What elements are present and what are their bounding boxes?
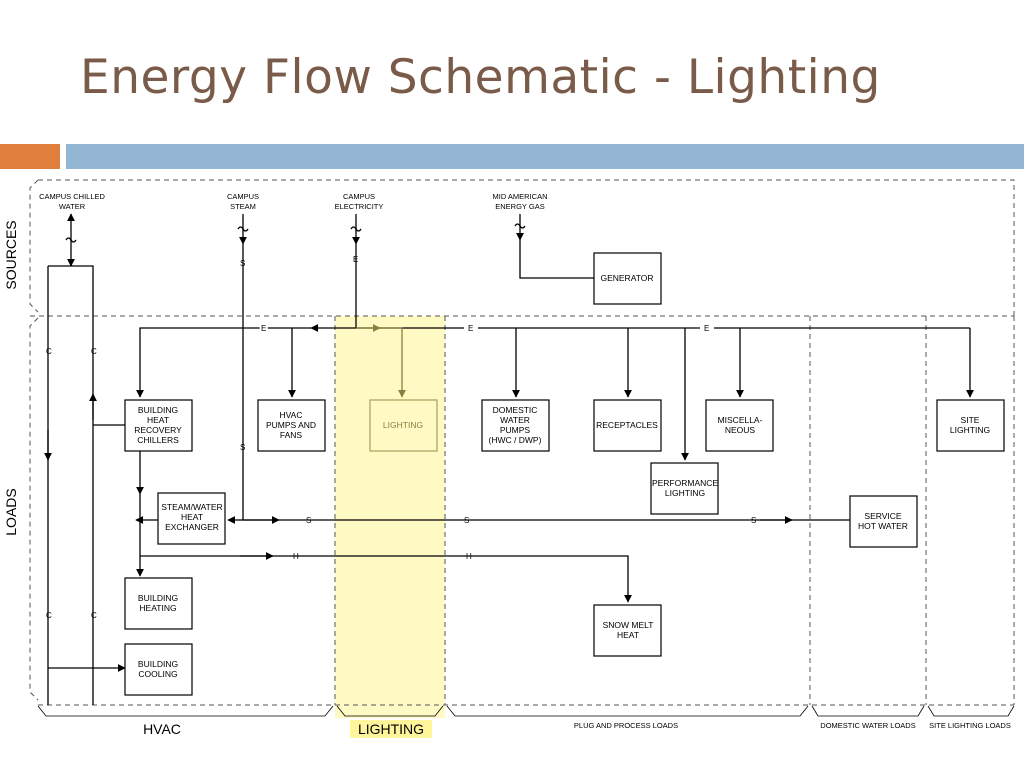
slide-title: Energy Flow Schematic - Lighting: [80, 50, 881, 105]
bracket-lighting: [336, 705, 444, 717]
steam-letter: S: [306, 516, 311, 525]
chilled-letter: C: [91, 347, 97, 356]
steam-letter: S: [464, 516, 469, 525]
chilled-letter: C: [91, 611, 97, 620]
site-lighting-box: [936, 399, 1005, 452]
building-cooling-box: [124, 643, 193, 696]
miscellaneous-label: MISCELLA-NEOUS: [718, 415, 763, 435]
electric-letter: E: [261, 324, 266, 333]
steam-letter: S: [240, 443, 245, 452]
chilled-letter: C: [46, 347, 52, 356]
bracket-site: [927, 705, 1015, 717]
electric-to-lighting-drop: [380, 327, 406, 398]
service-hot-water-box: [849, 495, 918, 548]
gas-line: [519, 240, 594, 279]
lighting-box: [369, 399, 438, 452]
accent-bar-blue: [66, 144, 1024, 169]
chilled-letter: C: [46, 611, 52, 620]
chilled-water-meter-icon: [65, 213, 77, 267]
hvac-pumps-box: [257, 399, 326, 452]
bracket-hvac: [37, 705, 334, 717]
category-plug: PLUG AND PROCESS LOADS: [574, 721, 678, 730]
domestic-pumps-box: [481, 399, 550, 452]
heat-letter: H: [466, 552, 472, 561]
category-domestic: DOMESTIC WATER LOADS: [820, 721, 915, 730]
chilled-supply-line: [48, 265, 94, 705]
generator-label: GENERATOR: [600, 273, 653, 283]
accent-bar-orange: [0, 144, 60, 169]
steam-letter: S: [751, 516, 756, 525]
bracket-plug: [446, 705, 809, 717]
electric-letter: E: [353, 255, 358, 264]
section-label-loads: LOADS: [3, 488, 19, 535]
snow-melt-box: [593, 604, 662, 657]
heat-line: [140, 555, 632, 603]
building-heating-box: [124, 577, 193, 630]
electricity-meter-icon: [350, 214, 362, 245]
gas-meter-icon: [514, 214, 526, 241]
section-label-sources: SOURCES: [3, 220, 19, 289]
receptacles-label: RECEPTACLES: [596, 420, 658, 430]
category-hvac: HVAC: [143, 721, 181, 737]
performance-lighting-box: [650, 462, 719, 515]
heat-letter: H: [293, 552, 299, 561]
category-lighting-highlight: [350, 720, 432, 738]
category-site: SITE LIGHTING LOADS: [929, 721, 1011, 730]
receptacles-box: [593, 399, 662, 452]
generator-box: [593, 252, 662, 305]
sources-frame: [38, 179, 1015, 316]
electric-letter: E: [261, 324, 266, 333]
chillers-box: [124, 399, 193, 452]
lighting-highlight: [335, 316, 445, 718]
steam-exchanger-box: [157, 492, 226, 545]
sources-frame-left: [29, 179, 39, 313]
lighting-label: LIGHTING: [383, 420, 423, 430]
steam-letter: S: [240, 259, 245, 268]
steam-meter-icon: [237, 214, 249, 245]
electric-bus-hvac: [136, 327, 311, 398]
miscellaneous-box: [705, 399, 774, 452]
electric-letter: E: [704, 324, 709, 333]
category-lighting: LIGHTING: [358, 721, 424, 737]
bracket-domestic: [811, 705, 925, 717]
electric-letter: E: [468, 324, 473, 333]
loads-frame-left: [29, 317, 39, 701]
